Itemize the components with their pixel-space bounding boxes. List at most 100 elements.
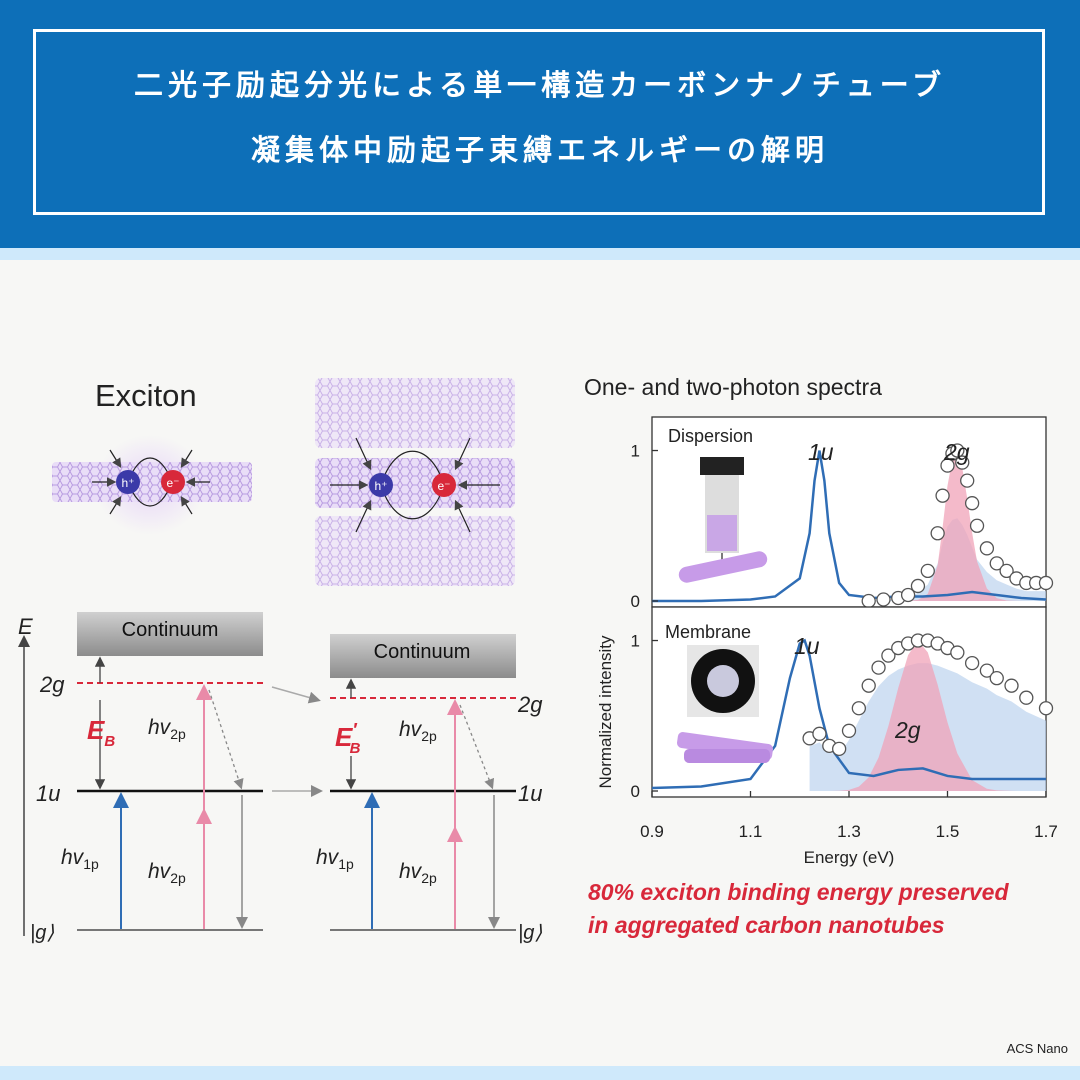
- eb-label-left: EB: [87, 715, 115, 750]
- exciton-title: Exciton: [95, 378, 197, 413]
- points-membrane: [802, 633, 1054, 757]
- caption-line-1: 80% exciton binding energy preserved: [588, 879, 1009, 905]
- two-photon-point: [841, 723, 857, 738]
- title-line-2: 凝集体中励起子束縛エネルギーの解明: [250, 133, 829, 167]
- hole-label: h⁺: [121, 476, 134, 490]
- two-photon-point: [832, 741, 847, 757]
- bundle-illustration: [315, 378, 515, 586]
- caption-line-2: in aggregated carbon nanotubes: [588, 912, 945, 938]
- two-photon-point: [960, 473, 975, 488]
- fills-dispersion: [868, 450, 1046, 601]
- two-photon-point: [969, 518, 985, 533]
- ground-label-left: |g⟩: [30, 922, 54, 944]
- two-photon-point: [950, 645, 965, 660]
- figure: Exciton h⁺ e⁻ h⁺ e⁻ E: [0, 260, 1080, 1066]
- peak-1u-label-membrane: 1u: [794, 633, 820, 659]
- two-photon-point: [876, 592, 891, 607]
- peak-2g-label-dispersion: 2g: [943, 439, 970, 465]
- fills-membrane: [809, 640, 1046, 791]
- two-photon-point: [979, 663, 995, 678]
- peak-1u-label-dispersion: 1u: [808, 439, 834, 465]
- two-photon-point: [861, 678, 876, 693]
- two-photon-point: [964, 655, 980, 671]
- continuum-label-right: Continuum: [374, 641, 471, 663]
- two-photon-point: [881, 648, 896, 663]
- two-photon-point: [861, 593, 876, 609]
- banner-stripe: [0, 248, 1080, 260]
- y-tick-label: 1: [631, 632, 640, 651]
- level-2g-label-right: 2g: [517, 692, 543, 717]
- level-1u-label-right: 1u: [518, 781, 542, 806]
- two-photon-fill-dispersion: [868, 450, 1046, 601]
- hv2p-label-left-upper: hv2p: [148, 716, 186, 742]
- relaxation-arrow-right: [459, 704, 495, 790]
- two-photon-point: [871, 660, 886, 675]
- two-photon-point: [1019, 690, 1034, 705]
- two-photon-point: [900, 587, 916, 603]
- spectra-title: One- and two-photon spectra: [584, 374, 882, 400]
- two-photon-point: [935, 488, 950, 503]
- two-photon-point: [940, 458, 955, 473]
- spectrum-panel-membrane: Membrane 1u 2g: [651, 606, 1054, 798]
- bundle-field-lines: [330, 437, 500, 533]
- electron-particle: [161, 470, 185, 494]
- title-line-1: 二光子励起分光による単一構造カーボンナノチューブ: [134, 68, 946, 102]
- two-photon-point: [979, 541, 995, 556]
- figure-svg: Exciton h⁺ e⁻ h⁺ e⁻ E: [18, 374, 1058, 944]
- single-tube-lattice: [52, 462, 252, 502]
- hv2p-label-right-upper: hv2p: [399, 718, 437, 744]
- one-photon-line-dispersion: [652, 450, 1047, 603]
- panel-dispersion-label: Dispersion: [668, 426, 753, 446]
- y-tick-label: 0: [631, 592, 640, 611]
- level-2g-label-left: 2g: [39, 672, 65, 697]
- title-banner: 二光子励起分光による単一構造カーボンナノチューブ 凝集体中励起子束縛エネルギーの…: [0, 0, 1080, 248]
- two-photon-point: [964, 496, 980, 511]
- continuum-label-left: Continuum: [122, 619, 219, 641]
- y-tick-label: 0: [631, 782, 640, 801]
- two-photon-point: [910, 578, 926, 594]
- two-photon-point: [930, 526, 945, 541]
- y-tick-label: 1: [631, 442, 640, 461]
- electron-label: e⁻: [166, 476, 179, 490]
- two-photon-point: [999, 563, 1014, 579]
- title-frame: [33, 29, 1045, 215]
- hv2p-label-left-lower: hv2p: [148, 860, 186, 886]
- x-tick-label: 0.9: [640, 822, 664, 841]
- x-tick-label: 1.3: [837, 822, 861, 841]
- spectra-ylabel: Normalized intensity: [596, 635, 615, 789]
- two-photon-point: [955, 455, 970, 470]
- two-photon-point: [1004, 678, 1019, 693]
- spectrum-panel-dispersion: Dispersion 1u 2g: [651, 416, 1054, 609]
- two-photon-point: [950, 443, 965, 458]
- bundle-electron-label: e⁻: [437, 479, 450, 493]
- hole-particle: [116, 470, 140, 494]
- two-photon-point: [989, 556, 1004, 571]
- bottom-stripe: [0, 1066, 1080, 1080]
- hv2p-label-right-lower: hv2p: [399, 860, 437, 886]
- bundle-electron-particle: [432, 473, 456, 497]
- two-photon-point: [1038, 575, 1054, 591]
- connector-2g: [271, 686, 321, 704]
- two-photon-point: [920, 563, 935, 579]
- energy-axis-label: E: [18, 614, 33, 639]
- level-1u-label-left: 1u: [36, 781, 60, 806]
- bundle-hole-particle: [369, 473, 393, 497]
- credit: ACS Nano: [1006, 1041, 1068, 1056]
- membrane-photo: [677, 645, 773, 763]
- bundle-hole-label: h⁺: [374, 479, 387, 493]
- hv1p-label-right: hv1p: [316, 846, 354, 872]
- two-photon-point: [1038, 701, 1054, 716]
- panel-membrane-label: Membrane: [665, 622, 751, 642]
- relaxation-arrow-left: [208, 689, 244, 790]
- two-photon-point: [851, 701, 866, 716]
- continuum-band-right: [330, 634, 516, 678]
- two-photon-point: [812, 726, 827, 741]
- points-dispersion: [861, 443, 1054, 609]
- continuum-band-left: [77, 612, 263, 656]
- x-tick-label: 1.5: [936, 822, 960, 841]
- two-photon-fill-membrane: [809, 640, 1046, 791]
- series-dispersion: [652, 450, 1047, 603]
- eb-label-right: E′B: [335, 720, 361, 757]
- peak-2g-label-membrane: 2g: [894, 717, 921, 743]
